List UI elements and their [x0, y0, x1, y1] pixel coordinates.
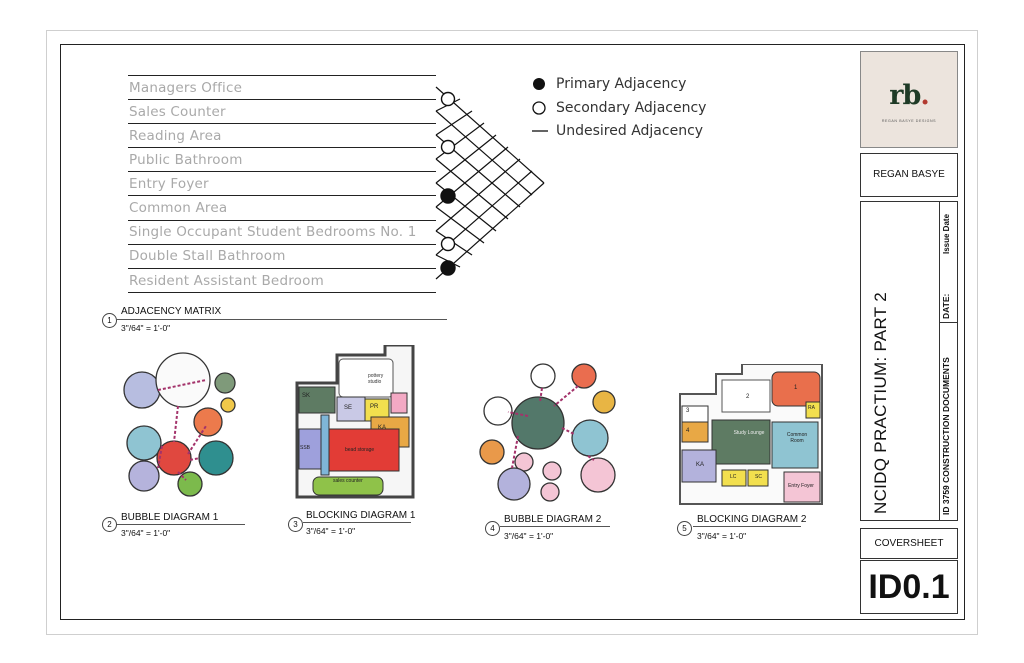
- matrix-rule: [128, 195, 436, 196]
- drawing-number: 3: [288, 517, 303, 532]
- matrix-room: Sales Counter: [129, 104, 226, 120]
- course-name: ID 3759 CONSTRUCTION DOCUMENTS: [941, 357, 951, 515]
- legend-undesired: Undesired Adjacency: [556, 123, 704, 139]
- logo-box: rb. REGAN BASYE DESIGNS: [860, 51, 958, 148]
- matrix-room: Resident Assistant Bedroom: [129, 273, 324, 289]
- block-label: sales counter: [333, 478, 363, 484]
- block-label: SC: [755, 474, 762, 480]
- matrix-room: Entry Foyer: [129, 176, 209, 192]
- matrix-room: Single Occupant Student Bedrooms No. 1: [129, 224, 417, 240]
- block-label: 3: [686, 408, 690, 414]
- blocking-diagram-2: [679, 364, 823, 505]
- drawing-number: 1: [102, 313, 117, 328]
- matrix-room: Common Area: [129, 200, 228, 216]
- block-label: Common Room: [786, 432, 808, 444]
- sheet-border: [46, 30, 978, 635]
- caption-rule: [303, 522, 411, 523]
- matrix-rule: [128, 292, 436, 293]
- bubble-diagram-1: [123, 352, 236, 497]
- block-label: 4: [686, 428, 690, 434]
- drawing-number: 5: [677, 521, 692, 536]
- blocking-diagram-1: [295, 345, 415, 499]
- sheet-number: ID0.1: [860, 560, 958, 614]
- block-label: PR: [370, 404, 379, 410]
- block-label: bead storage: [345, 447, 375, 453]
- matrix-rule: [128, 171, 436, 172]
- drawing-scale: 3"/64" = 1'-0": [121, 528, 171, 538]
- caption-rule: [500, 526, 610, 527]
- drawing-scale: 3"/64" = 1'-0": [306, 526, 356, 536]
- caption-rule: [117, 524, 245, 525]
- matrix-rule: [128, 268, 436, 269]
- matrix-rule: [128, 147, 436, 148]
- matrix-rule: [128, 244, 436, 245]
- title-divider: [939, 322, 957, 323]
- matrix-room: Reading Area: [129, 128, 222, 144]
- designer-name: REGAN BASYE: [860, 153, 958, 197]
- matrix-room: Public Bathroom: [129, 152, 243, 168]
- title-block: NCIDQ PRACTIUM: PART 2 ID 3759 CONSTRUCT…: [860, 201, 958, 521]
- drawing-scale: 3"/64" = 1'-0": [697, 531, 747, 541]
- matrix-rule: [128, 99, 436, 100]
- drawing-frame: [60, 44, 965, 620]
- block-label: Entry Foyer: [788, 483, 814, 489]
- drawing-title: BLOCKING DIAGRAM 1: [306, 510, 416, 521]
- block-label: Study Lounge: [733, 430, 765, 436]
- block-label: SE: [344, 405, 353, 411]
- issue-date-label: Issue Date: [942, 213, 951, 254]
- bubble-diagram-2: [479, 363, 616, 502]
- caption-rule: [117, 319, 447, 320]
- drawing-title: BUBBLE DIAGRAM 1: [121, 512, 219, 523]
- block-label: RA: [808, 405, 815, 411]
- company-logo: rb.: [889, 80, 930, 111]
- block-label: KA: [378, 425, 387, 431]
- date-label: DATE:: [941, 293, 951, 319]
- block-label: pottery studio: [368, 373, 384, 385]
- block-label: SSB: [300, 445, 311, 451]
- project-title: NCIDQ PRACTIUM: PART 2: [871, 292, 890, 514]
- matrix-rule: [128, 123, 436, 124]
- title-divider: [939, 202, 940, 520]
- drawing-title: BLOCKING DIAGRAM 2: [697, 514, 807, 525]
- matrix-rule: [128, 75, 436, 76]
- drawing-title: ADJACENCY MATRIX: [121, 306, 222, 317]
- drawing-number: 4: [485, 521, 500, 536]
- block-label: SK: [302, 393, 311, 399]
- matrix-rule: [128, 220, 436, 221]
- legend-symbols: [532, 78, 548, 132]
- block-label: 1: [794, 385, 798, 391]
- matrix-room: Managers Office: [129, 80, 243, 96]
- drawing-number: 2: [102, 517, 117, 532]
- sheet-name: COVERSHEET: [860, 528, 958, 559]
- block-label: 2: [746, 394, 750, 400]
- block-label: LC: [730, 474, 737, 480]
- logo-tagline: REGAN BASYE DESIGNS: [881, 119, 937, 123]
- legend-primary: Primary Adjacency: [556, 76, 687, 92]
- matrix-room: Double Stall Bathroom: [129, 248, 286, 264]
- caption-rule: [693, 526, 801, 527]
- block-label: KA: [696, 462, 705, 468]
- drawing-title: BUBBLE DIAGRAM 2: [504, 514, 602, 525]
- legend-secondary: Secondary Adjacency: [556, 100, 707, 116]
- drawing-scale: 3"/64" = 1'-0": [504, 531, 554, 541]
- drawing-scale: 3"/64" = 1'-0": [121, 323, 171, 333]
